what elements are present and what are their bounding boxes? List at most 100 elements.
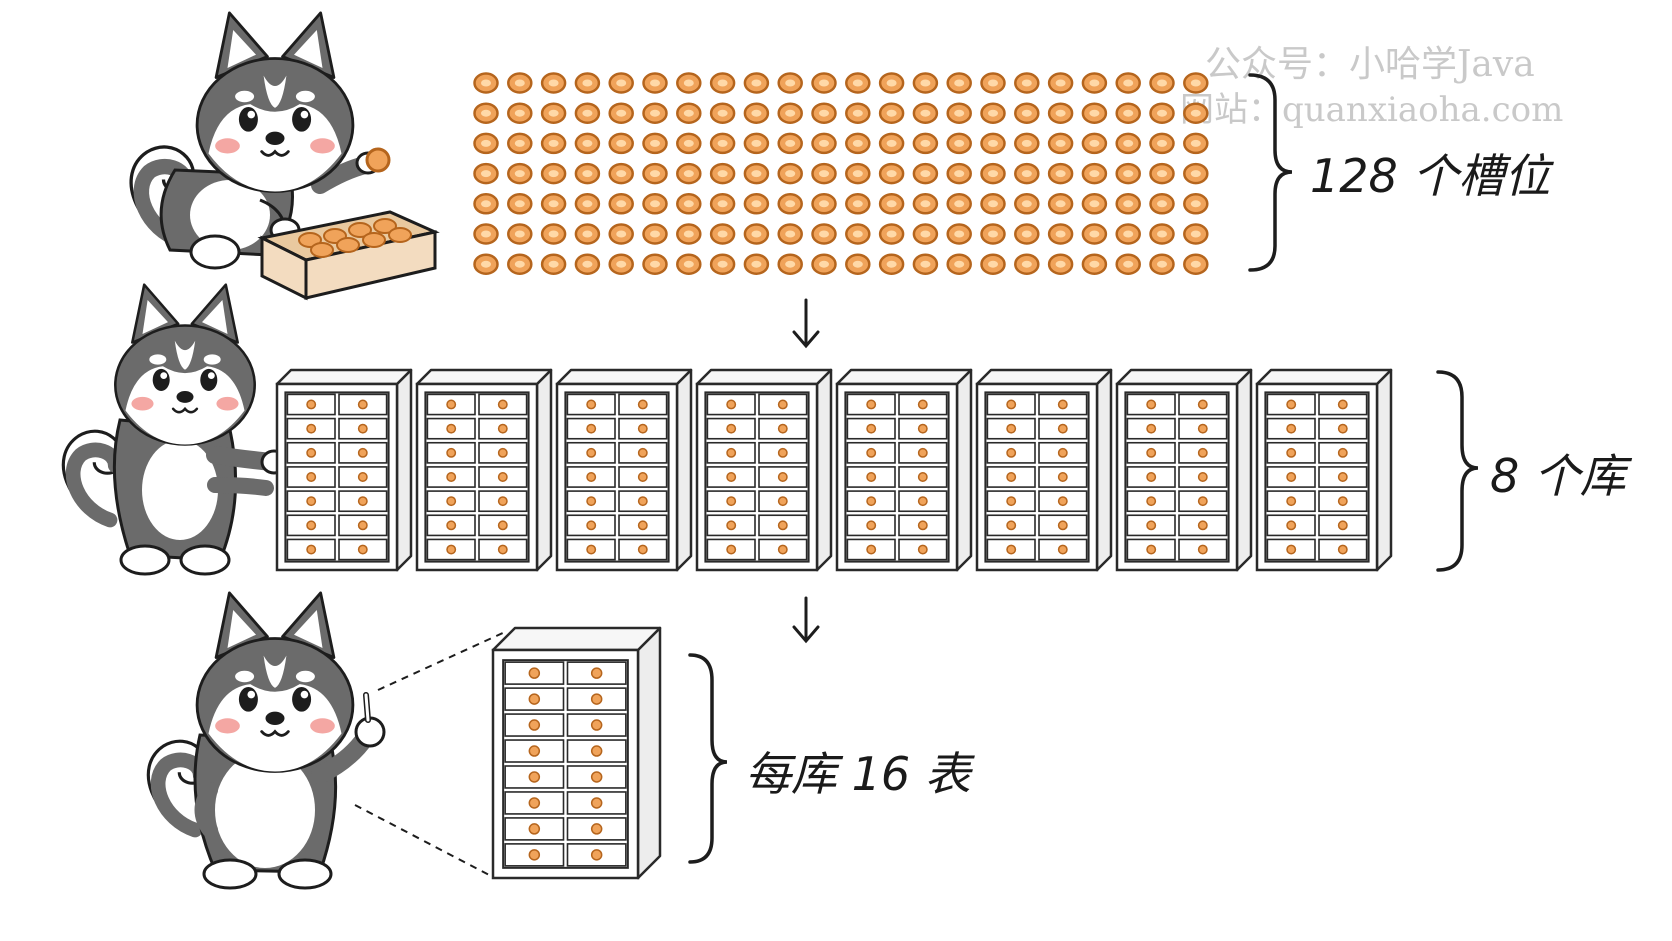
slot-coin [946,102,972,124]
slot-coin [980,72,1006,94]
table-drawer [1266,393,1316,416]
slot-coin [574,223,601,245]
slot-coin [1081,223,1108,245]
table-drawer [566,538,616,561]
slot-coin [743,72,770,94]
slot-coin [507,72,533,94]
slot-coin [574,72,601,94]
slot-coin [709,162,736,185]
table-drawer [338,466,388,488]
table-drawer [426,514,476,537]
slot-coin [811,132,837,155]
slot-coin [1149,193,1175,215]
slot-coin [980,162,1006,185]
slot-coin [1081,132,1108,155]
slot-coin [1149,223,1175,245]
slot-coin [946,253,972,275]
table-drawer [758,514,808,537]
table-drawer [706,514,756,537]
table-drawer [758,466,808,488]
table-drawer [618,490,668,513]
slot-coin [507,132,533,155]
slot-coin [980,102,1006,124]
table-drawer [504,765,565,789]
table-drawer [1038,538,1088,561]
table-drawer [898,514,948,537]
slot-coin [473,162,499,185]
database-cabinet [415,368,553,572]
slot-coin [1081,253,1108,275]
table-drawer [566,817,627,841]
slot-coin [642,223,668,245]
table-drawer [898,466,948,488]
table-drawer [1038,490,1088,513]
slot-coin [642,72,668,94]
table-drawer [1178,466,1228,488]
table-drawer [478,441,528,464]
database-cabinet [835,368,973,572]
slot-coin [743,253,770,275]
table-drawer [706,393,756,416]
table-drawer [338,417,388,440]
table-drawer [1178,441,1228,464]
table-drawer [478,466,528,488]
slot-coin [845,162,871,185]
table-drawer [426,417,476,440]
slot-coin [642,132,668,155]
slot-coin [608,102,634,124]
slot-coin [878,193,905,215]
table-drawer [986,441,1036,464]
slot-coin [473,132,499,155]
slot-coin [811,253,837,275]
table-drawer [706,538,756,561]
slot-coin [507,253,533,275]
table-drawer [1126,393,1176,416]
slot-coin [777,223,803,245]
table-drawer [566,765,627,789]
table-drawer [986,538,1036,561]
slot-coin [1115,253,1141,275]
table-drawer [898,417,948,440]
table-drawer [758,490,808,513]
table-drawer [286,490,336,513]
table-drawer [1266,538,1316,561]
slot-coin [1014,253,1040,275]
table-drawer [478,490,528,513]
slot-coin [676,102,702,124]
watermark-line-2: 网站：quanxiaoha.com [1180,90,1564,130]
table-drawer [1126,466,1176,488]
table-drawer [426,393,476,416]
slot-coin [473,102,499,124]
table-drawer [338,393,388,416]
slot-coin [574,102,601,124]
slot-coin [1047,253,1074,275]
table-drawer [286,466,336,488]
slot-coin [540,162,567,185]
table-drawer [566,466,616,488]
slot-coin [1047,132,1074,155]
slot-coin [608,253,634,275]
slot-coin [1115,102,1141,124]
table-drawer [286,393,336,416]
slot-coin [811,223,837,245]
table-drawer [1266,441,1316,464]
table-drawer [1038,417,1088,440]
slot-coin [1047,102,1074,124]
slot-coin [1183,162,1209,185]
slot-coin [1081,162,1108,185]
table-drawer [1266,466,1316,488]
brace-slots [1248,73,1293,272]
slot-coin [1183,102,1209,124]
slot-coin [845,132,871,155]
slot-coin [1183,132,1209,155]
database-cabinet [491,626,662,880]
table-drawer [566,441,616,464]
slot-coin [743,132,770,155]
table-drawer [1178,417,1228,440]
slot-coin [912,253,939,275]
slot-coin [1115,193,1141,215]
slot-coin [878,132,905,155]
table-drawer [286,417,336,440]
slot-coin [642,102,668,124]
table-drawer [706,490,756,513]
